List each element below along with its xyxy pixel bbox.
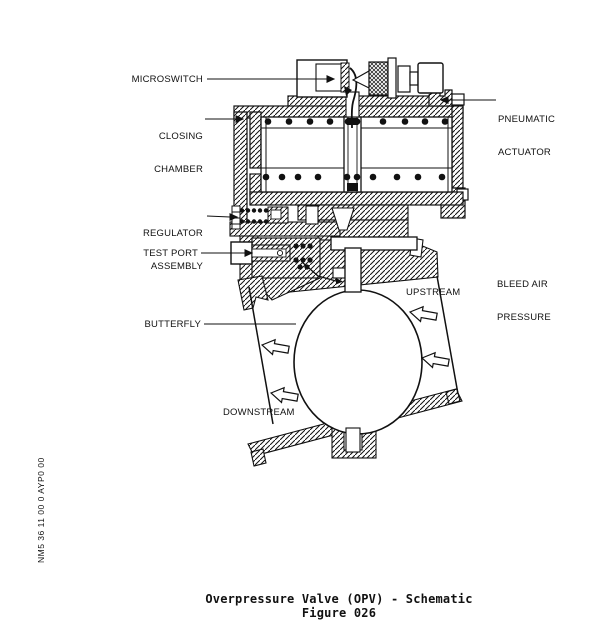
label-regulator-assembly-line2: ASSEMBLY [150,261,203,272]
valve-stem-lower [345,427,361,453]
regulator-assembly [231,205,289,230]
knurled-connector [368,61,389,96]
actuator-lever [330,236,418,251]
regulator-spring-dots [239,208,269,224]
figure-caption: Overpressure Valve (OPV) - Schematic Fig… [103,592,575,620]
flow-arrow-downstream-2 [269,386,299,404]
label-bleed-air-line1: BLEED AIR [497,279,548,290]
label-pneumatic-actuator: PNEUMATIC ACTUATOR [498,92,555,169]
label-closing-chamber: CLOSING CHAMBER [118,109,203,186]
leader-regulator-assembly [206,215,231,218]
flow-arrows [260,305,450,404]
valve-stem-upper [344,247,362,293]
label-downstream: DOWNSTREAM [223,407,295,418]
label-test-port: TEST PORT [143,248,198,259]
flow-arrow-upstream-2 [420,351,450,369]
electrical-connector [417,62,444,94]
figure-caption-title: Overpressure Valve (OPV) - Schematic [205,592,473,606]
duct-wall-left [248,286,274,425]
label-pneumatic-actuator-line2: ACTUATOR [498,147,551,158]
butterfly-disc [293,289,423,435]
label-closing-chamber-line1: CLOSING [158,131,203,142]
side-reference-code: NM5 36 11 00 0 AYP0 00 [36,457,46,563]
feedback-linkage [301,261,337,282]
flow-arrow-downstream-1 [260,338,290,356]
closing-chamber [260,116,453,193]
butterfly-valve [293,247,423,453]
figure-caption-number: Figure 026 [301,605,377,620]
label-closing-chamber-line2: CHAMBER [154,164,203,175]
label-bleed-air-line2: PRESSURE [497,312,551,323]
label-bleed-air-pressure: BLEED AIR PRESSURE [497,257,551,334]
label-butterfly: BUTTERFLY [144,319,201,330]
microswitch-assembly [296,57,444,129]
duct-wall-right [436,275,459,395]
label-regulator-assembly-line1: REGULATOR [142,228,203,239]
label-upstream: UPSTREAM [406,287,461,298]
chamber-spring-dots [262,118,449,181]
label-microswitch: MICROSWITCH [131,74,203,85]
flow-arrow-upstream-1 [408,305,438,323]
duct-flange-left [237,275,269,311]
leader-lines [201,75,496,325]
label-pneumatic-actuator-line1: PNEUMATIC [498,114,556,125]
label-regulator-assembly: REGULATOR ASSEMBLY [118,206,203,283]
